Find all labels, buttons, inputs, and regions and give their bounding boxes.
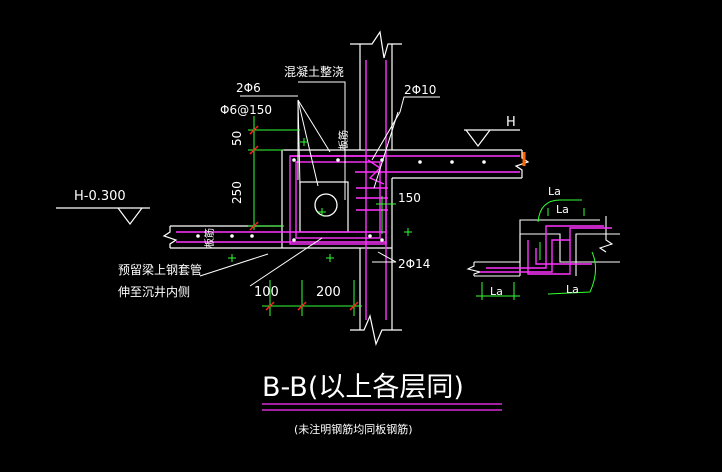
dim-250-label: 250 [230,181,244,204]
concrete-pour-note: 混凝土整浇 [284,65,345,79]
la-label-top-1: La [548,185,561,198]
section-footnote: (未注明钢筋均同板钢筋) [294,423,413,436]
dim-100-label: 100 [254,285,279,300]
la-label-bottom-2: La [566,283,579,296]
dim-200-label: 200 [316,285,341,300]
pipe-note-line-2: 伸至沉井内侧 [118,285,191,299]
leader-lines [199,81,440,287]
stirrup-label: Φ6@150 [220,103,272,117]
bottom-rebar-label: 2Φ14 [398,257,431,271]
dimension-ticks [249,125,359,311]
slab-rebar-left-label: 板筋 [205,228,216,248]
steel-pipe-sleeve [314,193,338,217]
top-rebar-count-label: 2Φ6 [236,81,261,95]
title-underline [262,403,502,411]
la-label-bottom-1: La [490,285,503,298]
section-outline [162,149,530,249]
slab-rebar-right-label: 板筋 [339,130,350,150]
beam-rebar [176,60,520,320]
dimension-lines [248,116,396,316]
section-title: B-B(以上各层同) [262,372,464,403]
dim-50-label: 50 [230,130,244,146]
rebar-dots [196,158,486,242]
anchorage-detail-dims [476,199,596,300]
elevation-h-label: H [506,115,516,130]
dim-150-label: 150 [398,191,421,205]
anchorage-detail-rebar [480,225,612,275]
la-label-top-2: La [556,203,569,216]
side-rebar-label: 2Φ10 [404,83,437,97]
pipe-note-line-1: 预留梁上钢套管 [118,263,203,277]
cross-markers [228,138,412,262]
elevation-symbols [56,129,520,225]
anchorage-detail-outline [466,216,620,277]
elevation-left-label: H-0.300 [74,189,126,204]
